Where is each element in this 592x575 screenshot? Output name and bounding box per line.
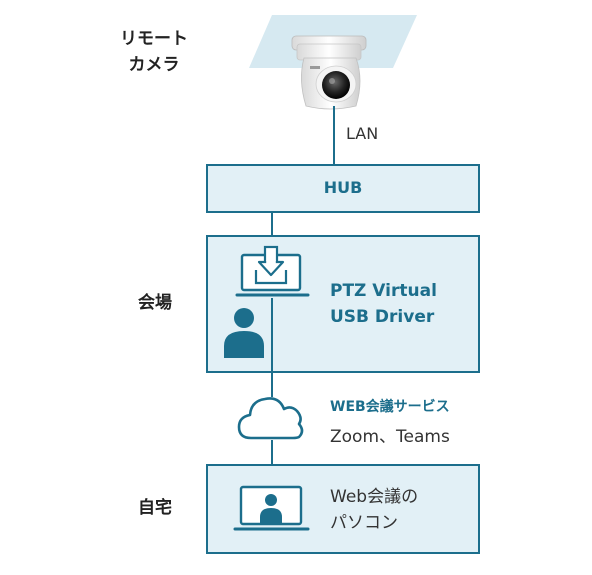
remote-camera-label: リモート カメラ: [104, 26, 204, 78]
remote-camera-label-line1: リモート: [120, 29, 188, 49]
home-box: [206, 464, 480, 554]
home-label: 自宅: [138, 498, 172, 518]
hub-to-venue-line: [271, 212, 273, 236]
lan-connection-line: [333, 106, 335, 164]
web-service-examples: Zoom、Teams: [330, 427, 450, 447]
driver-label: PTZ Virtual USB Driver: [330, 278, 437, 330]
home-pc-label: Web会議の パソコン: [330, 484, 418, 536]
venue-inner-line: [271, 298, 273, 373]
cloud-to-home-line: [271, 440, 273, 465]
home-pc-label-line2: パソコン: [330, 513, 398, 533]
home-pc-label-line1: Web会議の: [330, 487, 419, 507]
driver-label-line2: USB Driver: [330, 307, 435, 327]
laptop-download-icon: [235, 245, 310, 297]
hub-box: HUB: [206, 164, 480, 213]
web-service-title: WEB会議サービス: [330, 399, 450, 415]
venue-to-cloud-line: [271, 371, 273, 397]
person-icon: [224, 308, 264, 358]
hub-label: HUB: [323, 178, 363, 197]
ptz-camera-icon: [249, 15, 417, 110]
lan-label: LAN: [346, 124, 379, 143]
laptop-person-icon: [233, 485, 310, 531]
driver-label-line1: PTZ Virtual: [330, 281, 437, 301]
cloud-icon: [237, 397, 304, 440]
remote-camera-label-line2: カメラ: [128, 55, 180, 75]
venue-label: 会場: [138, 293, 172, 313]
